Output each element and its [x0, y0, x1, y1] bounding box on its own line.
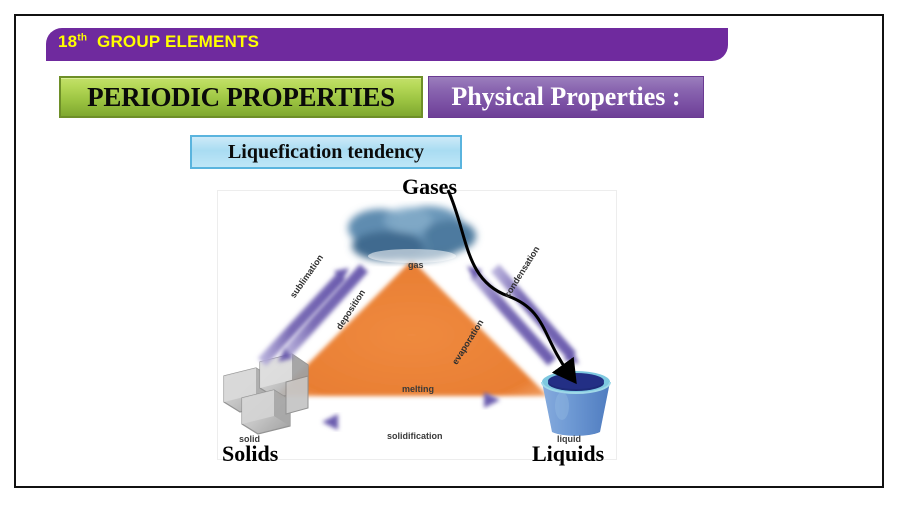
sublimation-arrow	[257, 268, 349, 366]
physical-properties-box: Physical Properties :	[428, 76, 704, 118]
heading-gases: Gases	[402, 174, 457, 199]
periodic-properties-box: PERIODIC PROPERTIES	[59, 76, 423, 118]
banner-group-number: 18	[58, 32, 78, 51]
solid-ice-cubes-image	[223, 353, 309, 435]
gases-to-liquids-curved-arrow	[446, 189, 577, 385]
diagram-graphics	[223, 189, 611, 436]
periodic-properties-label: PERIODIC PROPERTIES	[87, 81, 395, 112]
melting-arrow	[320, 392, 500, 408]
top-banner: 18th GROUP ELEMENTS	[46, 28, 728, 61]
liquefication-tendency-box: Liquefication tendency	[190, 135, 462, 169]
solidification-arrow	[322, 414, 502, 430]
transition-label-solidification: solidification	[387, 431, 443, 441]
deposition-arrow	[278, 264, 369, 362]
liquid-beaker-image	[541, 371, 611, 436]
phase-change-diagram: Gases Solids Liquids gas solid liquid me…	[212, 174, 652, 470]
state-label-solid: solid	[239, 434, 261, 444]
banner-title: 18th GROUP ELEMENTS	[58, 32, 259, 52]
evaporation-arrow	[467, 266, 557, 366]
state-label-liquid: liquid	[557, 434, 581, 444]
state-label-gas: gas	[408, 260, 424, 270]
heading-solids: Solids	[222, 441, 279, 466]
diagram-image-border	[217, 190, 617, 460]
banner-ordinal-suffix: th	[77, 32, 88, 44]
banner-group-text: GROUP ELEMENTS	[97, 32, 260, 51]
gas-cloud-image	[348, 206, 476, 263]
transition-label-melting: melting	[402, 384, 435, 394]
physical-properties-label: Physical Properties :	[451, 82, 681, 111]
liquefication-tendency-label: Liquefication tendency	[227, 140, 425, 163]
orange-triangle	[276, 260, 548, 396]
heading-liquids: Liquids	[532, 441, 605, 466]
